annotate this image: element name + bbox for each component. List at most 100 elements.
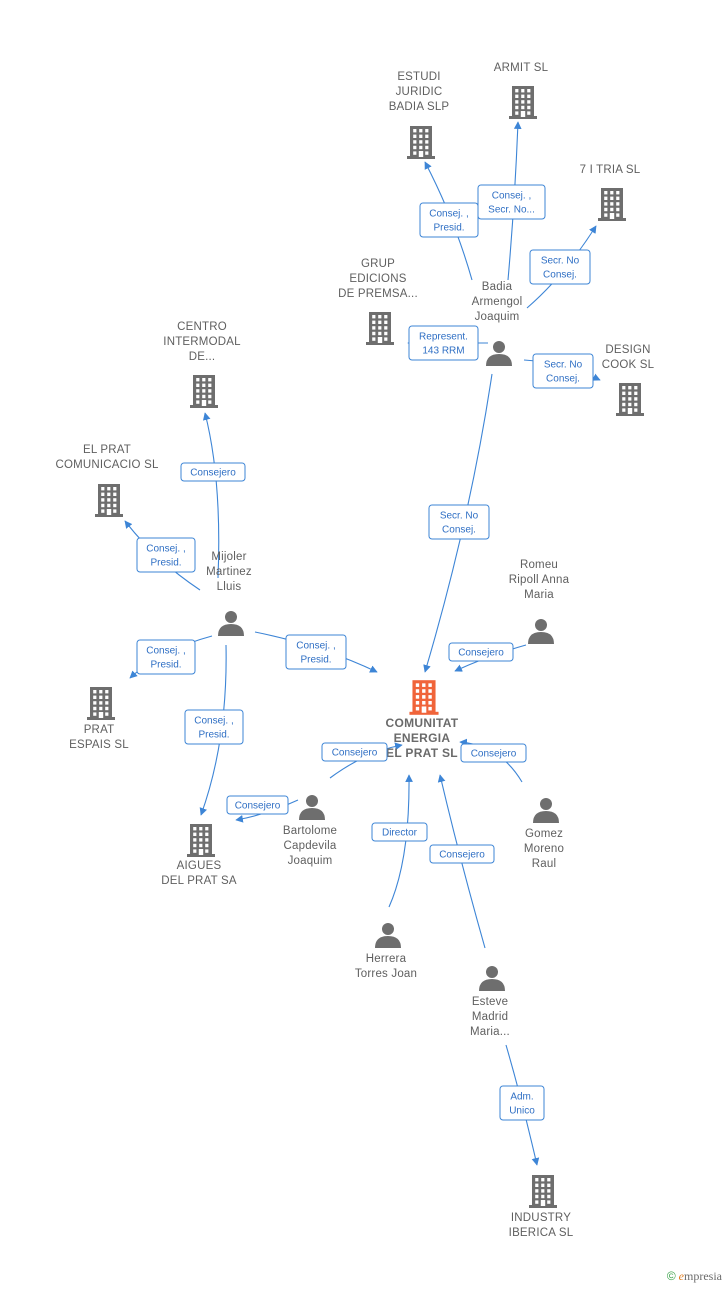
company-node-centro[interactable]: CENTROINTERMODALDE... (163, 321, 241, 408)
relation-label-mijoler-pratespais[interactable]: Consej. , Presid. (136, 639, 196, 675)
relation-text: Consej. , (492, 191, 531, 202)
relation-text: Secr. No (440, 511, 479, 522)
node-label-line: Raul (532, 858, 556, 870)
relation-box (428, 504, 490, 540)
building-icon (187, 824, 215, 857)
relation-label-romeu-center[interactable]: Consejero (448, 642, 514, 662)
node-label-line: Armengol (472, 296, 523, 308)
brand-logo-initial: e (678, 1269, 684, 1283)
company-node-7itria[interactable]: 7 I TRIA SL (580, 164, 641, 221)
node-label-line: COMUNITAT (386, 716, 459, 730)
relation-label-badia-grup[interactable]: Represent.143 RRM (408, 325, 479, 361)
relation-label-mijoler-centro[interactable]: Consejero (180, 462, 246, 482)
node-label-line: EDICIONS (349, 273, 406, 285)
relation-text: Secr. No (544, 360, 583, 371)
relation-text: Presid. (300, 655, 331, 666)
node-label-line: ARMIT SL (494, 62, 549, 74)
relation-labels-layer: Consej. ,Presid.Consej. ,Secr. No...Secr… (136, 184, 594, 1121)
person-icon (479, 966, 505, 991)
relation-box (371, 822, 428, 842)
relation-label-gomez-center[interactable]: Consejero (460, 743, 527, 763)
relation-box (321, 742, 388, 762)
relation-text: Consej. , (146, 646, 185, 657)
node-label-line: AIGUES (177, 860, 222, 872)
building-icon (598, 188, 626, 221)
building-icon (190, 375, 218, 408)
relation-box (429, 844, 495, 864)
node-label-line: Martinez (206, 566, 252, 578)
node-label-line: Torres Joan (355, 968, 417, 980)
relation-text: Secr. No... (488, 205, 535, 216)
company-node-aigues[interactable]: AIGUES DEL PRAT SA (161, 824, 237, 887)
relation-text: Presid. (150, 660, 181, 671)
relation-box (529, 249, 591, 285)
relation-box (184, 709, 244, 745)
relation-label-bartolome-center[interactable]: Consejero (321, 742, 388, 762)
relation-box (477, 184, 546, 220)
node-label-line: PRAT (84, 724, 115, 736)
relation-text: Consej. (543, 270, 577, 281)
node-label-line: DEL PRAT SA (161, 875, 237, 887)
building-icon (509, 86, 537, 119)
edge-herrera-center (388, 774, 413, 908)
person-icon (533, 798, 559, 823)
relation-box (532, 353, 594, 389)
node-label-line: 7 I TRIA SL (580, 164, 641, 176)
node-label-line: Capdevila (284, 840, 337, 852)
node-label-line: ENERGIA (394, 731, 451, 745)
brand-logo-text: mpresia (684, 1269, 722, 1283)
building-icon (409, 680, 439, 715)
company-node-armit[interactable]: ARMIT SL (494, 62, 549, 119)
person-icon (299, 795, 325, 820)
relation-label-badia-armit[interactable]: Consej. , Secr. No... (477, 184, 546, 220)
node-label-line: INDUSTRY (511, 1212, 571, 1224)
node-label-line: ESTUDI (397, 71, 440, 83)
relation-label-mijoler-center[interactable]: Consej. ,Presid. (285, 634, 347, 670)
relation-label-esteve-center[interactable]: Consejero (429, 844, 495, 864)
person-icon (486, 341, 512, 366)
node-label-line: Ripoll Anna (509, 574, 570, 586)
relation-label-badia-estudi[interactable]: Consej. ,Presid. (419, 202, 479, 238)
relation-text: Consej. , (429, 209, 468, 220)
person-icon (375, 923, 401, 948)
node-label-line: Bartolome (283, 825, 337, 837)
copyright-symbol: © (666, 1269, 676, 1283)
relation-text: Presid. (150, 558, 181, 569)
node-label-line: DE PREMSA... (338, 288, 418, 300)
node-label-line: JURIDIC (396, 86, 443, 98)
node-label-line: COOK SL (602, 359, 655, 371)
node-label-line: Maria... (470, 1026, 510, 1038)
building-icon (95, 484, 123, 517)
person-node-esteve[interactable]: EsteveMadridMaria... (470, 966, 510, 1038)
relation-label-mijoler-aigues[interactable]: Consej. ,Presid. (184, 709, 244, 745)
node-label-line: Joaquim (288, 855, 333, 867)
relation-text: Presid. (198, 730, 229, 741)
relation-label-bartolome-aigues[interactable]: Consejero (226, 795, 289, 815)
node-label-line: Gomez (525, 828, 563, 840)
relation-label-mijoler-elprat[interactable]: Consej. ,Presid. (136, 537, 196, 573)
relation-label-herrera-center[interactable]: Director (371, 822, 428, 842)
node-label-line: EL PRAT SL (386, 746, 458, 760)
node-label-line: Joaquim (475, 311, 520, 323)
relation-text: Consejero (332, 748, 378, 759)
relation-label-esteve-industry[interactable]: Adm.Unico (499, 1085, 545, 1121)
relation-text: Director (382, 828, 418, 839)
node-label-line: Madrid (472, 1011, 508, 1023)
relation-text: Consejero (439, 850, 485, 861)
